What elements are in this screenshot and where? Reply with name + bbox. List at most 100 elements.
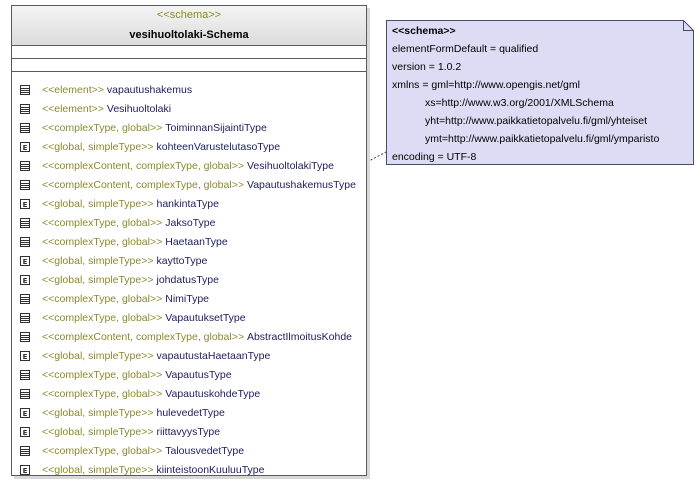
schema-note[interactable]: <<schema>> elementFormDefault = qualified… bbox=[386, 20, 694, 165]
complex-type-icon bbox=[20, 217, 30, 228]
member-row[interactable]: E <<global, simpleType>>riittavyysType bbox=[12, 422, 366, 441]
member-row[interactable]: <<complexType, global>>JaksoType bbox=[12, 213, 366, 232]
svg-text:E: E bbox=[23, 144, 28, 152]
member-stereotype: <<complexType, global>> bbox=[42, 387, 163, 400]
simple-type-icon: E bbox=[20, 274, 30, 285]
member-name: NimiType bbox=[165, 292, 210, 305]
member-row[interactable]: <<complexType, global>>NimiType bbox=[12, 289, 366, 308]
member-name: hankintaType bbox=[156, 197, 219, 210]
svg-text:E: E bbox=[23, 353, 28, 361]
complex-type-icon bbox=[20, 160, 30, 171]
member-stereotype: <<complexType, global>> bbox=[42, 368, 163, 381]
member-name: VapautuksetType bbox=[165, 311, 246, 324]
simple-type-icon: E bbox=[20, 464, 30, 475]
note-stereotype: <<schema>> bbox=[392, 25, 456, 37]
member-name: ToiminnanSijaintiType bbox=[165, 121, 267, 134]
note-line: ymt=http://www.paikkatietopalvelu.fi/gml… bbox=[425, 133, 660, 145]
member-stereotype: <<global, simpleType>> bbox=[42, 463, 154, 476]
member-row[interactable]: E <<global, simpleType>>hulevedetType bbox=[12, 403, 366, 422]
complex-type-icon bbox=[20, 388, 30, 399]
member-row[interactable]: E <<global, simpleType>>kiinteistoonKuulu… bbox=[12, 460, 366, 479]
member-row[interactable]: <<complexType, global>>VapautuskohdeType bbox=[12, 384, 366, 403]
note-shape bbox=[386, 20, 694, 165]
simple-type-icon: E bbox=[20, 350, 30, 361]
member-name: VapautushakemusType bbox=[246, 178, 356, 191]
member-row[interactable]: <<element>>Vesihuoltolaki bbox=[12, 99, 366, 118]
member-row[interactable]: <<complexType, global>>VapautuksetType bbox=[12, 308, 366, 327]
attributes-compartment bbox=[12, 46, 366, 59]
member-stereotype: <<element>> bbox=[42, 83, 104, 96]
simple-type-icon: E bbox=[20, 141, 30, 152]
member-name: vapautushakemus bbox=[106, 83, 193, 96]
note-line: xmlns = gml=http://www.opengis.net/gml bbox=[392, 79, 580, 91]
complex-type-icon bbox=[20, 445, 30, 456]
member-name: kayttoType bbox=[156, 254, 208, 267]
simple-type-icon: E bbox=[20, 407, 30, 418]
member-row[interactable]: E <<global, simpleType>>vapautustaHaetaan… bbox=[12, 346, 366, 365]
note-line: version = 1.0.2 bbox=[392, 61, 462, 73]
member-stereotype: <<global, simpleType>> bbox=[42, 273, 154, 286]
member-stereotype: <<global, simpleType>> bbox=[42, 349, 154, 362]
member-row[interactable]: E <<global, simpleType>>kohteenVarustelut… bbox=[12, 137, 366, 156]
member-row[interactable]: <<element>>vapautushakemus bbox=[12, 80, 366, 99]
complex-type-icon bbox=[20, 331, 30, 342]
member-name: Vesihuoltolaki bbox=[106, 102, 172, 115]
member-stereotype: <<complexContent, complexType, global>> bbox=[42, 159, 244, 172]
member-row[interactable]: <<complexType, global>>TalousvedetType bbox=[12, 441, 366, 460]
complex-type-icon bbox=[20, 369, 30, 380]
complex-type-icon bbox=[20, 312, 30, 323]
member-stereotype: <<complexContent, complexType, global>> bbox=[42, 178, 244, 191]
member-row[interactable]: <<complexType, global>>ToiminnanSijainti… bbox=[12, 118, 366, 137]
note-line: elementFormDefault = qualified bbox=[392, 43, 539, 55]
member-stereotype: <<complexType, global>> bbox=[42, 292, 163, 305]
member-row[interactable]: E <<global, simpleType>>kayttoType bbox=[12, 251, 366, 270]
complex-type-icon bbox=[20, 122, 30, 133]
schema-stereotype: <<schema>> bbox=[156, 9, 222, 21]
member-stereotype: <<complexContent, complexType, global>> bbox=[42, 330, 244, 343]
member-name: VapautuskohdeType bbox=[165, 387, 261, 400]
member-stereotype: <<global, simpleType>> bbox=[42, 406, 154, 419]
svg-text:E: E bbox=[23, 429, 28, 437]
member-stereotype: <<complexType, global>> bbox=[42, 235, 163, 248]
member-row[interactable]: E <<global, simpleType>>johdatusType bbox=[12, 270, 366, 289]
member-row[interactable]: E <<global, simpleType>>hankintaType bbox=[12, 194, 366, 213]
schema-title: vesihuoltolaki-Schema bbox=[129, 29, 249, 41]
member-name: HaetaanType bbox=[165, 235, 228, 248]
member-row[interactable]: <<complexContent, complexType, global>>V… bbox=[12, 156, 366, 175]
member-stereotype: <<global, simpleType>> bbox=[42, 425, 154, 438]
member-stereotype: <<global, simpleType>> bbox=[42, 140, 154, 153]
member-name: vapautustaHaetaanType bbox=[156, 349, 271, 362]
simple-type-icon: E bbox=[20, 198, 30, 209]
element-icon bbox=[20, 103, 30, 114]
svg-text:E: E bbox=[23, 277, 28, 285]
member-row[interactable]: <<complexContent, complexType, global>>V… bbox=[12, 175, 366, 194]
member-stereotype: <<complexType, global>> bbox=[42, 311, 163, 324]
member-stereotype: <<complexType, global>> bbox=[42, 121, 163, 134]
member-row[interactable]: <<complexContent, complexType, global>>A… bbox=[12, 327, 366, 346]
member-row[interactable]: <<complexType, global>>HaetaanType bbox=[12, 232, 366, 251]
note-text: <<schema>> elementFormDefault = qualified… bbox=[392, 22, 659, 166]
member-name: kohteenVarustelutasoType bbox=[156, 140, 281, 153]
complex-type-icon bbox=[20, 293, 30, 304]
member-name: johdatusType bbox=[156, 273, 219, 286]
member-row[interactable]: <<complexType, global>>VapautusType bbox=[12, 365, 366, 384]
schema-class-box[interactable]: <<schema>> vesihuoltolaki-Schema <<eleme… bbox=[11, 5, 367, 476]
member-stereotype: <<complexType, global>> bbox=[42, 444, 163, 457]
member-name: hulevedetType bbox=[156, 406, 225, 419]
member-name: TalousvedetType bbox=[165, 444, 245, 457]
simple-type-icon: E bbox=[20, 426, 30, 437]
note-line: xs=http://www.w3.org/2001/XMLSchema bbox=[425, 97, 614, 109]
member-name: VapautusType bbox=[165, 368, 232, 381]
note-line: encoding = UTF-8 bbox=[392, 151, 477, 163]
members-list: <<element>>vapautushakemus<<element>>Ves… bbox=[12, 72, 366, 479]
member-name: kiinteistoonKuuluuType bbox=[156, 463, 265, 476]
note-line: yht=http://www.paikkatietopalvelu.fi/gml… bbox=[425, 115, 648, 127]
member-name: riittavyysType bbox=[156, 425, 221, 438]
simple-type-icon: E bbox=[20, 255, 30, 266]
member-name: VesihuoltolakiType bbox=[246, 159, 334, 172]
member-stereotype: <<global, simpleType>> bbox=[42, 254, 154, 267]
member-stereotype: <<global, simpleType>> bbox=[42, 197, 154, 210]
operations-compartment bbox=[12, 59, 366, 72]
